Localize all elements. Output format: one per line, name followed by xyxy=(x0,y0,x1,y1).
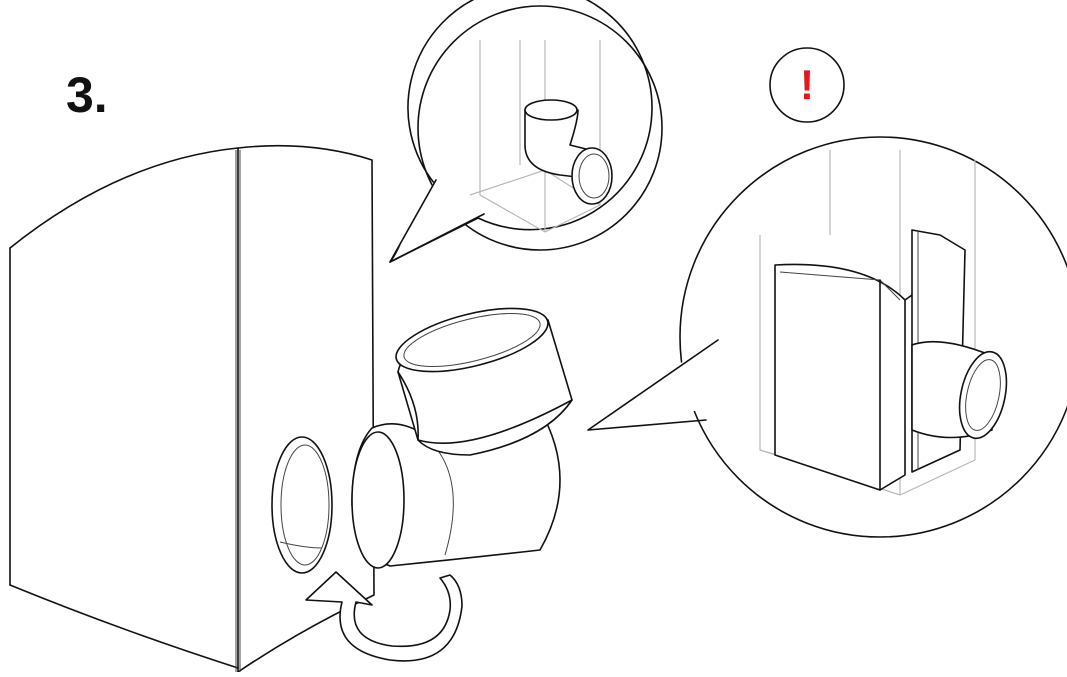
detail-callout-right xyxy=(588,137,1067,537)
detail-callout-top xyxy=(390,0,662,262)
pipe-opening xyxy=(272,437,332,573)
elbow-pipe xyxy=(352,296,572,568)
step-number: 3. xyxy=(66,70,108,120)
warning-exclamation: ! xyxy=(770,48,844,122)
